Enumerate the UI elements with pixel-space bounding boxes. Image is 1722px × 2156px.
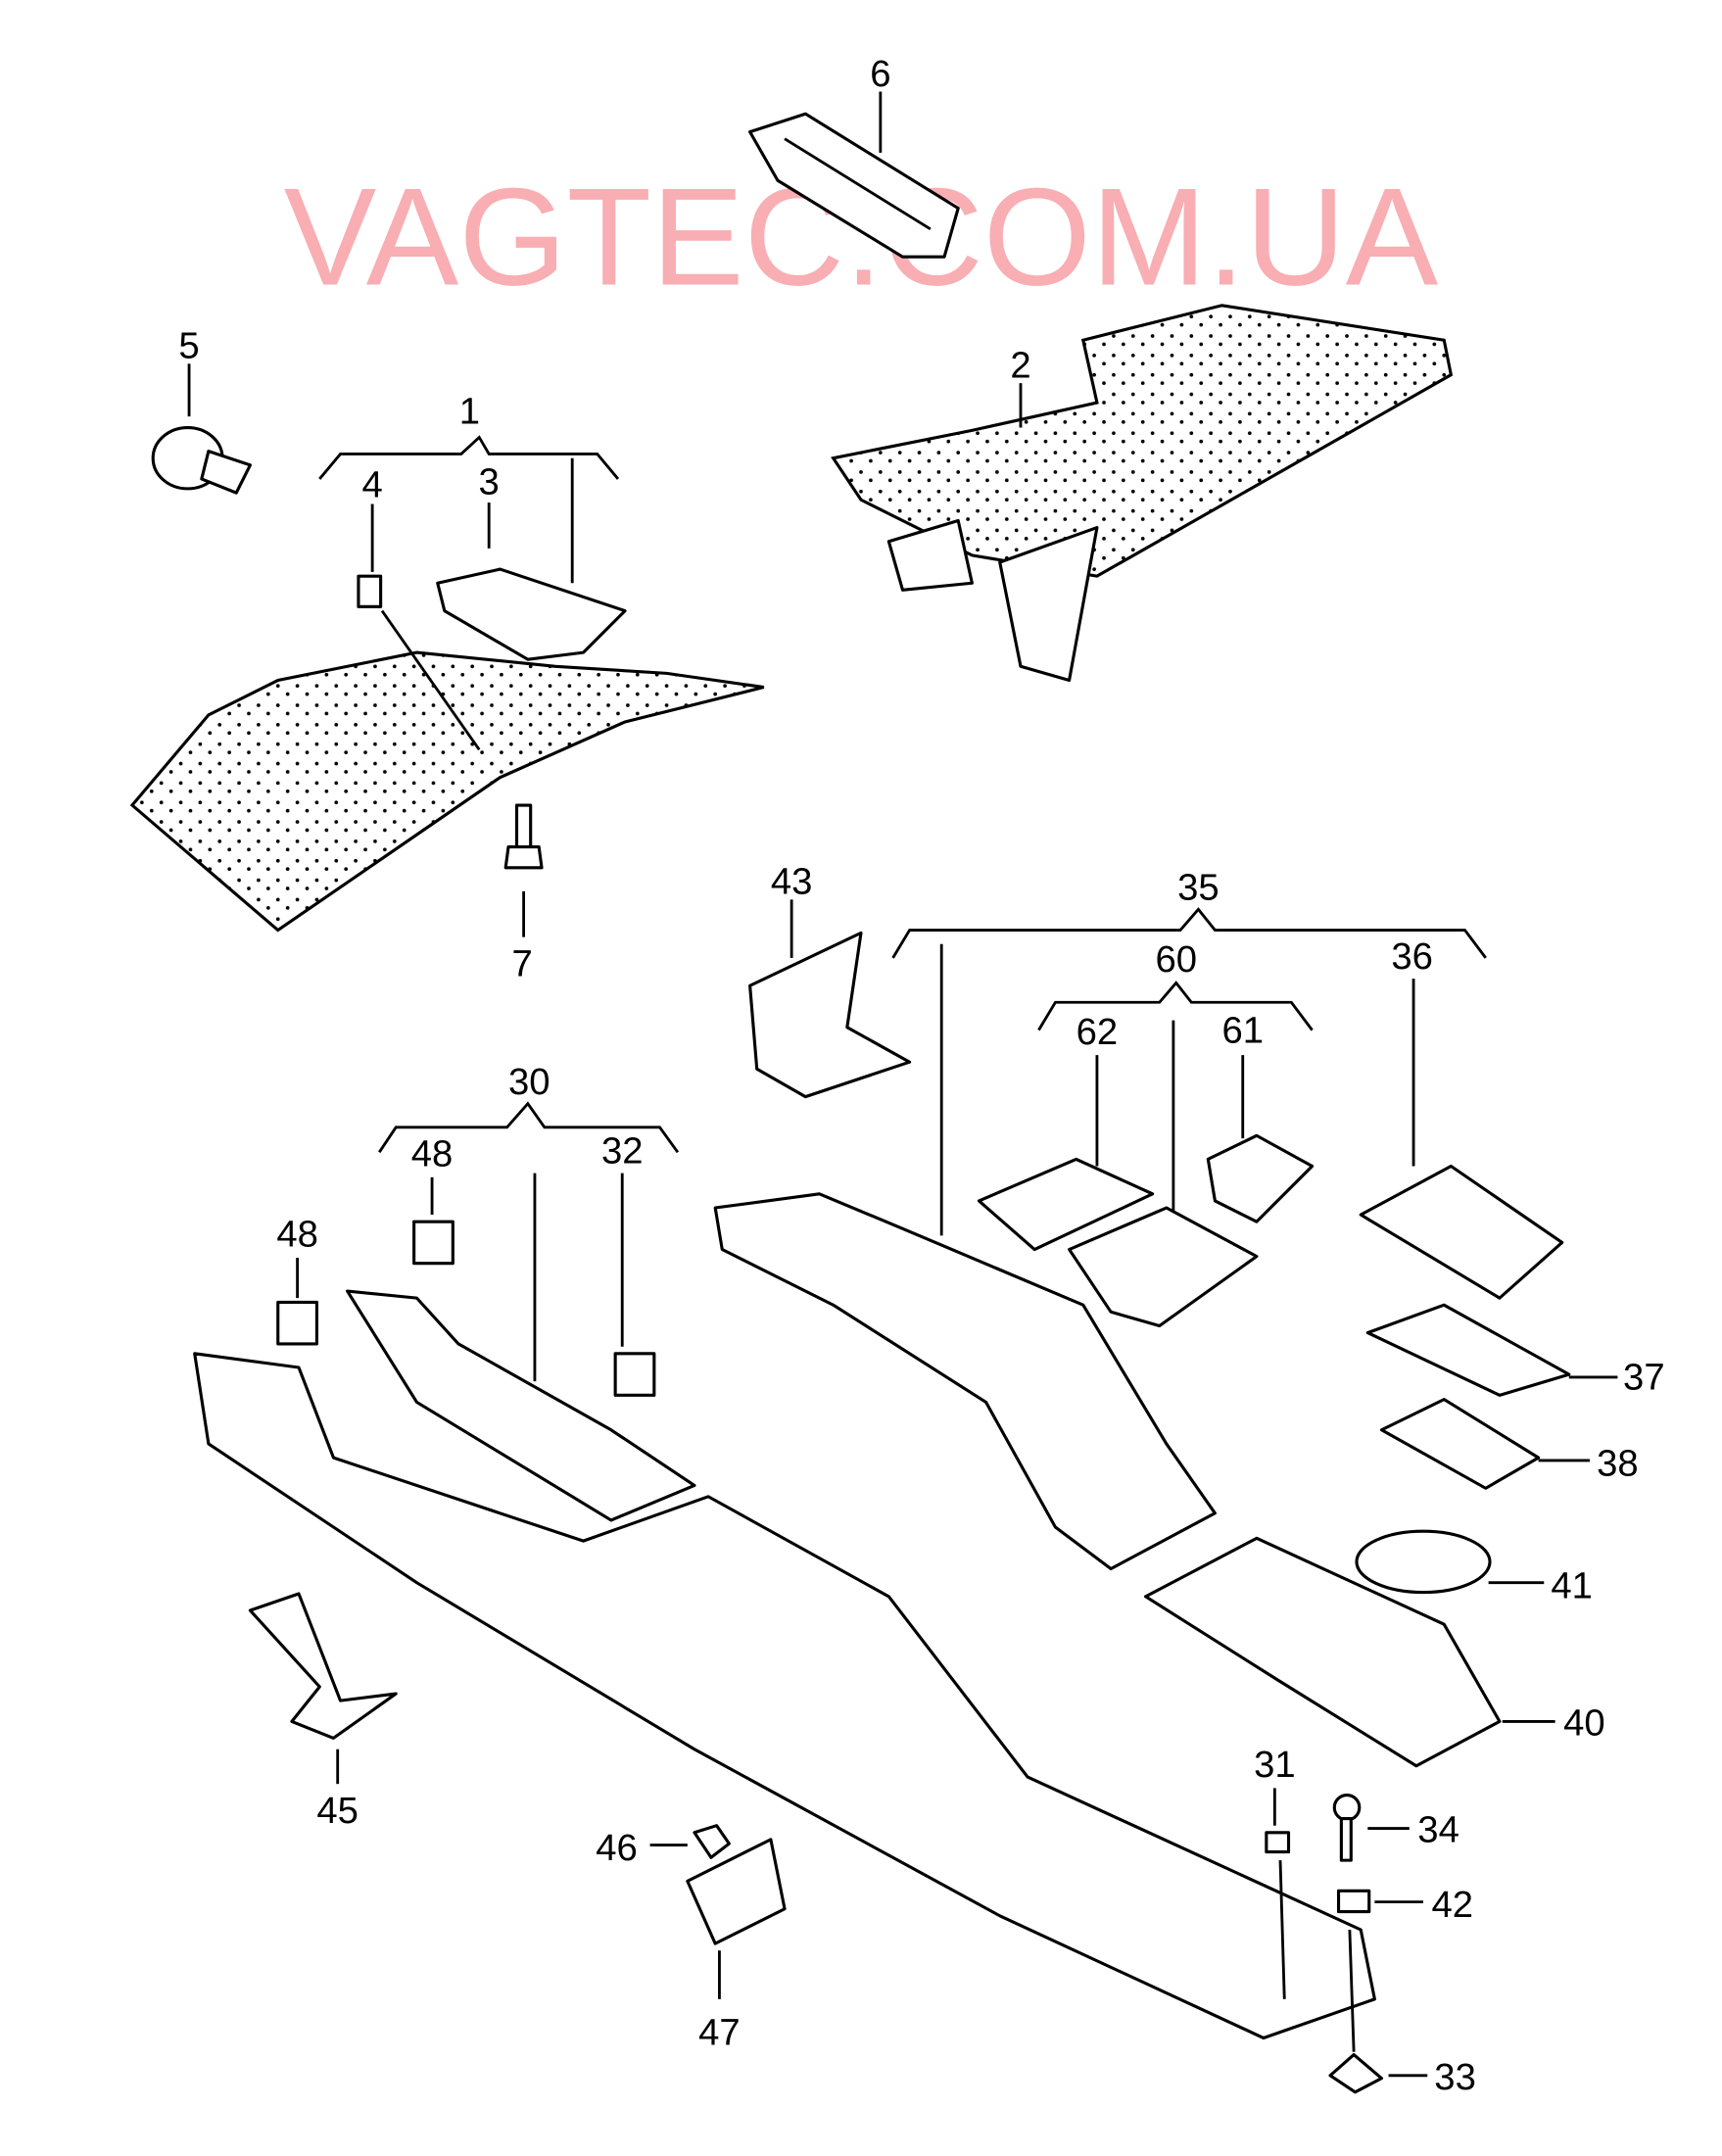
callout-31: 31 — [1254, 1744, 1296, 1786]
callout-2: 2 — [1010, 344, 1030, 386]
part-48-vent-a[interactable] — [276, 1300, 318, 1346]
part-30-console-base[interactable] — [193, 1352, 1376, 2040]
part-48-vent-b[interactable] — [412, 1220, 454, 1266]
callout-62: 62 — [1076, 1011, 1119, 1053]
callout-33: 33 — [1434, 2056, 1476, 2098]
part-30-side-panel[interactable] — [346, 1289, 696, 1522]
part-62-lid[interactable] — [977, 1157, 1155, 1252]
callout-48-upper: 48 — [411, 1132, 454, 1174]
part-32-clip[interactable] — [613, 1352, 656, 1397]
part-37-boot-plate[interactable] — [1365, 1303, 1571, 1397]
part-5-clip[interactable] — [151, 363, 252, 495]
callout-60: 60 — [1155, 938, 1197, 981]
part-34-screw[interactable] — [1332, 1793, 1362, 1822]
callout-41: 41 — [1551, 1564, 1593, 1606]
callout-34: 34 — [1417, 1809, 1459, 1851]
callout-43: 43 — [771, 861, 813, 903]
part-43-cover[interactable] — [748, 899, 912, 1099]
part-60-ashtray[interactable] — [1068, 1206, 1259, 1328]
part-38-gasket[interactable] — [1379, 1398, 1541, 1490]
part-36-trim-frame[interactable] — [1359, 1164, 1564, 1300]
callout-35: 35 — [1177, 866, 1220, 908]
part-46-nut[interactable] — [693, 1824, 731, 1859]
callout-38: 38 — [1597, 1443, 1639, 1485]
part-2-rear-floor-covering[interactable] — [831, 304, 1454, 683]
callout-46: 46 — [596, 1827, 638, 1869]
callout-32: 32 — [601, 1130, 644, 1173]
callout-6: 6 — [870, 53, 890, 95]
callout-3: 3 — [479, 461, 500, 503]
callout-36: 36 — [1391, 935, 1433, 978]
part-7-screw[interactable] — [503, 803, 544, 937]
callout-1: 1 — [459, 390, 480, 432]
callout-5: 5 — [178, 325, 199, 367]
part-40-console-rear[interactable] — [1143, 1536, 1502, 1768]
part-47-bracket[interactable] — [686, 1838, 787, 1945]
callout-61: 61 — [1221, 1009, 1264, 1051]
callout-48-lower: 48 — [276, 1214, 318, 1256]
callout-4: 4 — [361, 463, 382, 505]
part-31-clip[interactable] — [1265, 1831, 1291, 1854]
bracket-35 — [891, 907, 1487, 959]
callout-30: 30 — [508, 1061, 550, 1103]
part-45-bracket[interactable] — [248, 1592, 398, 1740]
part-35-center-console[interactable] — [713, 1192, 1217, 1571]
part-1-front-floor-covering[interactable] — [129, 435, 765, 933]
part-61-insert[interactable] — [1206, 1133, 1315, 1223]
callout-37: 37 — [1623, 1357, 1665, 1399]
bracket-60 — [1037, 981, 1314, 1031]
callout-labels: 6 5 1 4 3 2 7 43 35 60 36 62 61 30 48 32… — [178, 53, 1664, 2098]
callout-42: 42 — [1431, 1884, 1473, 1926]
part-33-clip[interactable] — [1328, 2052, 1384, 2094]
part-42-nut[interactable] — [1336, 1889, 1371, 1914]
callout-40: 40 — [1563, 1702, 1605, 1745]
part-41-cup-holder-insert[interactable] — [1355, 1529, 1492, 1595]
callout-7: 7 — [512, 942, 533, 984]
callout-45: 45 — [316, 1790, 359, 1832]
part-6-bracket[interactable] — [748, 91, 960, 259]
callout-47: 47 — [698, 2012, 741, 2054]
bracket-30 — [378, 1101, 680, 1154]
